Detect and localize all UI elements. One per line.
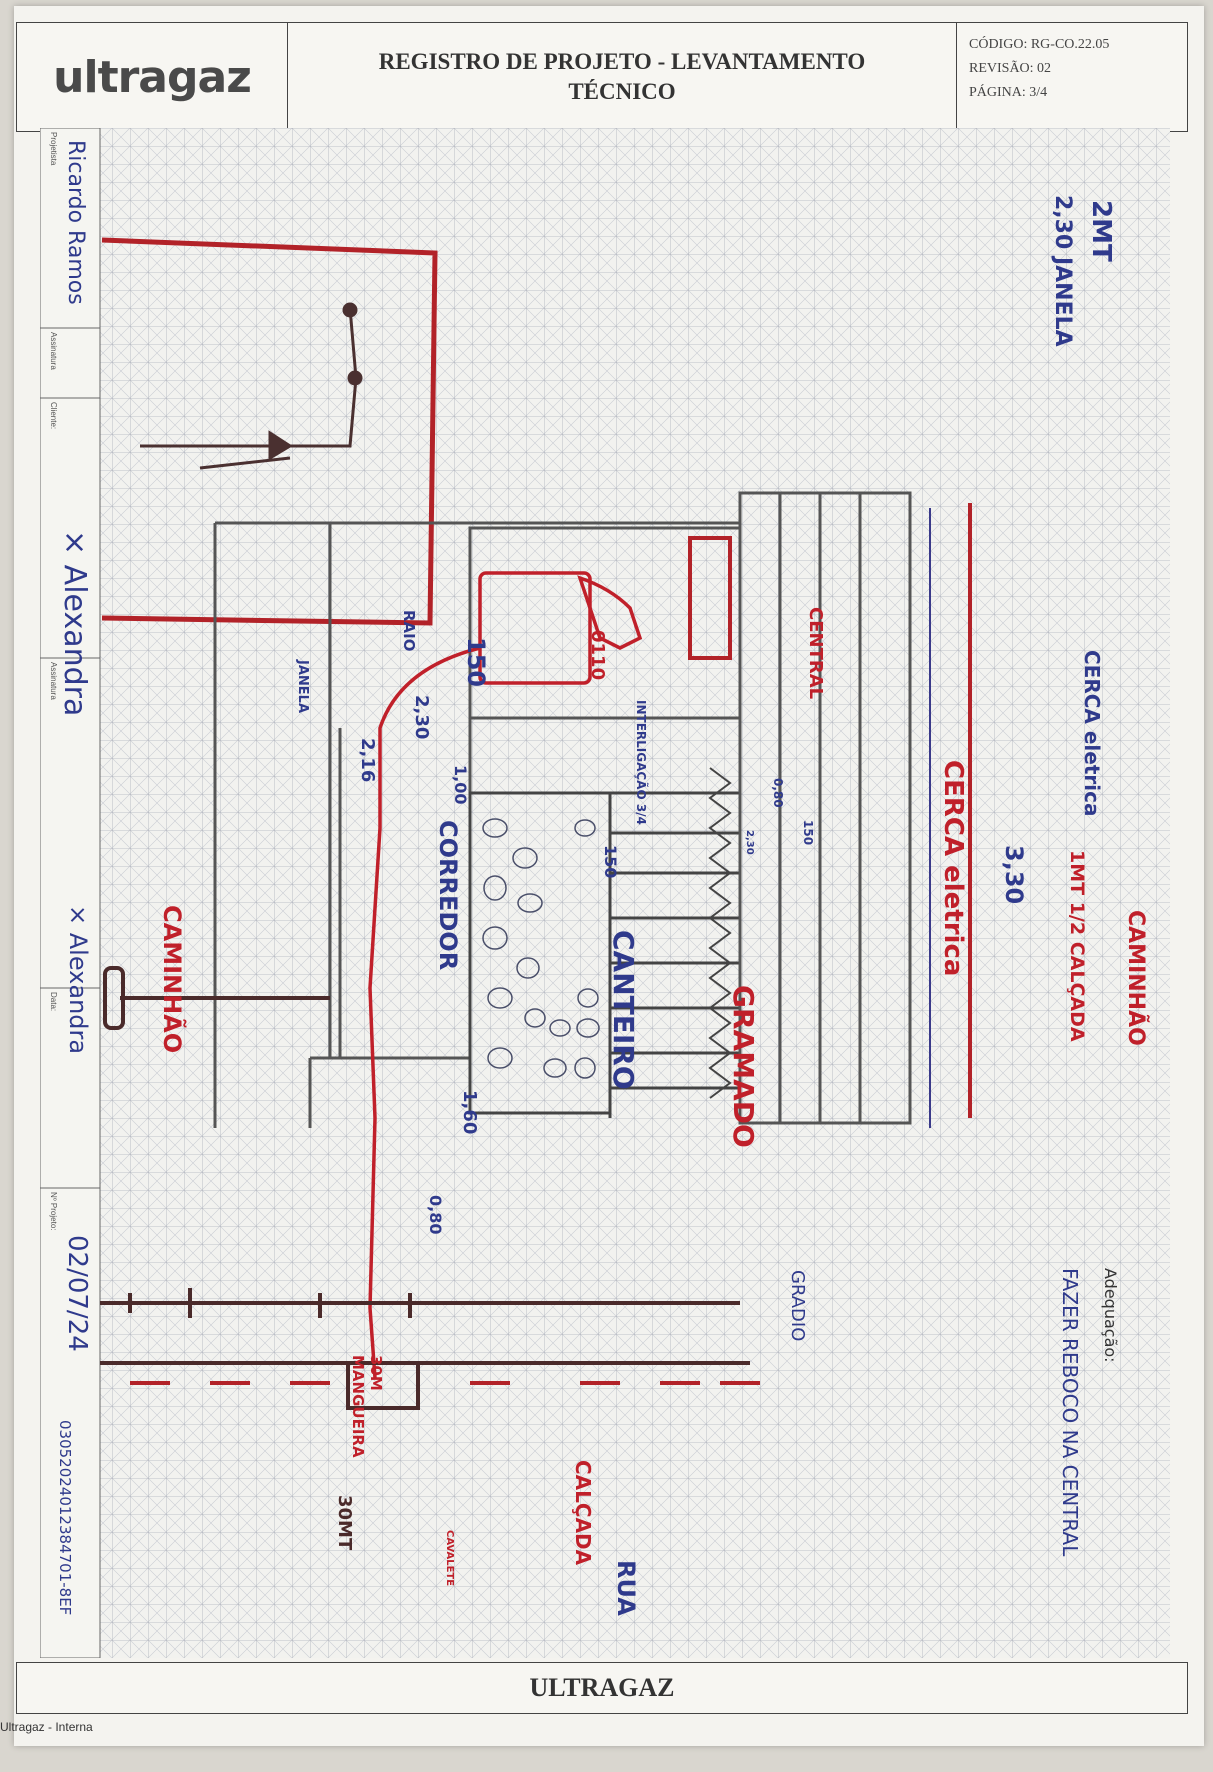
label-projetista: Projetista: [49, 132, 58, 166]
label-raio: RAIO: [400, 610, 418, 652]
classification-label: Ultragaz - Interna: [0, 1720, 93, 1734]
meta-cell: CÓDIGO: RG-CO.22.05 REVISÃO: 02 PÁGINA: …: [957, 23, 1187, 131]
label-160: 1,60: [459, 1090, 480, 1135]
grid-area: [100, 128, 1170, 1658]
street-lines: [100, 1288, 750, 1365]
label-230: 2,30: [411, 695, 432, 740]
gas-line-room: [140, 302, 363, 470]
label-central: CENTRAL: [805, 607, 826, 700]
label-gramado: GRAMADO: [727, 985, 760, 1148]
label-janela: JANELA: [295, 660, 310, 714]
cerca-eletrica: [738, 491, 931, 1128]
label-080: 0,80: [771, 778, 785, 808]
label-30mt: 30MT: [334, 1495, 355, 1551]
label-janela-top: 2,30 JANELA: [1050, 195, 1075, 347]
form-header: ultragaz REGISTRO DE PROJETO - LEVANTAME…: [16, 22, 1188, 132]
central-box: [688, 536, 732, 660]
form-title: REGISTRO DE PROJETO - LEVANTAMENTO TÉCNI…: [378, 49, 866, 104]
cliente-value: × Alexandra: [57, 530, 92, 717]
title-cell: REGISTRO DE PROJETO - LEVANTAMENTO TÉCNI…: [288, 23, 957, 131]
revisao: REVISÃO: 02: [969, 61, 1052, 76]
room-top-left: [101, 237, 438, 626]
footer-brand: ULTRAGAZ: [529, 1673, 675, 1702]
label-216: 2,16: [357, 738, 378, 783]
gas-pipe-red: [368, 571, 643, 1379]
label-100: 1,00: [451, 765, 470, 805]
label-30m: 30M MANGUEIRA: [349, 1355, 385, 1458]
assinatura-value: × Alexandra: [64, 905, 92, 1055]
label-230b: 2,30: [744, 830, 755, 855]
caminhao-symbol: [103, 966, 330, 1030]
nr-projeto-value: 03052024012384701-8EF: [56, 1420, 74, 1616]
grid-sketch: [40, 128, 1170, 1658]
label-150b: 150: [801, 820, 815, 846]
projetista-value: Ricardo Ramos: [63, 140, 88, 305]
label-assinatura-1: Assinatura: [49, 332, 58, 370]
label-150: 150: [462, 637, 490, 688]
adequacao-text: FAZER REBOCO NA CENTRAL: [1058, 1268, 1082, 1557]
label-data: Data:: [49, 992, 58, 1012]
codigo: CÓDIGO: RG-CO.22.05: [969, 37, 1110, 52]
canteiro-stones: [482, 818, 600, 1079]
label-330: 3,30: [1000, 845, 1028, 905]
label-150c: 150: [601, 845, 620, 879]
label-cavalete: CAVALETE: [444, 1530, 455, 1587]
adequacao-label: Adequação:: [1101, 1268, 1120, 1363]
label-0110: 0110: [587, 630, 608, 681]
label-caminhao-red: CAMINHÃO: [1123, 910, 1148, 1046]
label-rua: RUA: [612, 1560, 640, 1616]
info-column: [40, 128, 101, 1658]
label-cerca-1: CERCA eletrica: [1080, 650, 1104, 817]
cavalete-box: [346, 1361, 420, 1410]
label-cerca-2: CERCA eletrica: [938, 760, 968, 977]
pagina: PÁGINA: 3/4: [969, 85, 1048, 100]
label-caminhao: CAMINHÃO: [158, 905, 186, 1054]
label-gradio: GRADIO: [787, 1270, 808, 1342]
form-footer: ULTRAGAZ: [16, 1662, 1188, 1714]
label-corredor: CORREDOR: [434, 820, 462, 971]
label-muro: 2MT: [1086, 200, 1116, 262]
label-080b: 0,80: [426, 1195, 445, 1235]
ultragaz-logo: ultragaz: [53, 51, 252, 103]
data-value: 02/07/24: [62, 1235, 92, 1352]
label-canteiro: CANTEIRO: [607, 930, 640, 1090]
label-nr-projeto: Nº Projeto:: [49, 1192, 58, 1231]
logo-cell: ultragaz: [17, 23, 288, 131]
label-cliente: Cliente:: [49, 402, 58, 430]
label-1mt-calcada: 1MT 1/2 CALÇADA: [1066, 850, 1088, 1042]
label-calcada: CALÇADA: [571, 1460, 595, 1566]
label-interligacao: INTERLIGAÇÃO 3/4: [634, 700, 648, 825]
